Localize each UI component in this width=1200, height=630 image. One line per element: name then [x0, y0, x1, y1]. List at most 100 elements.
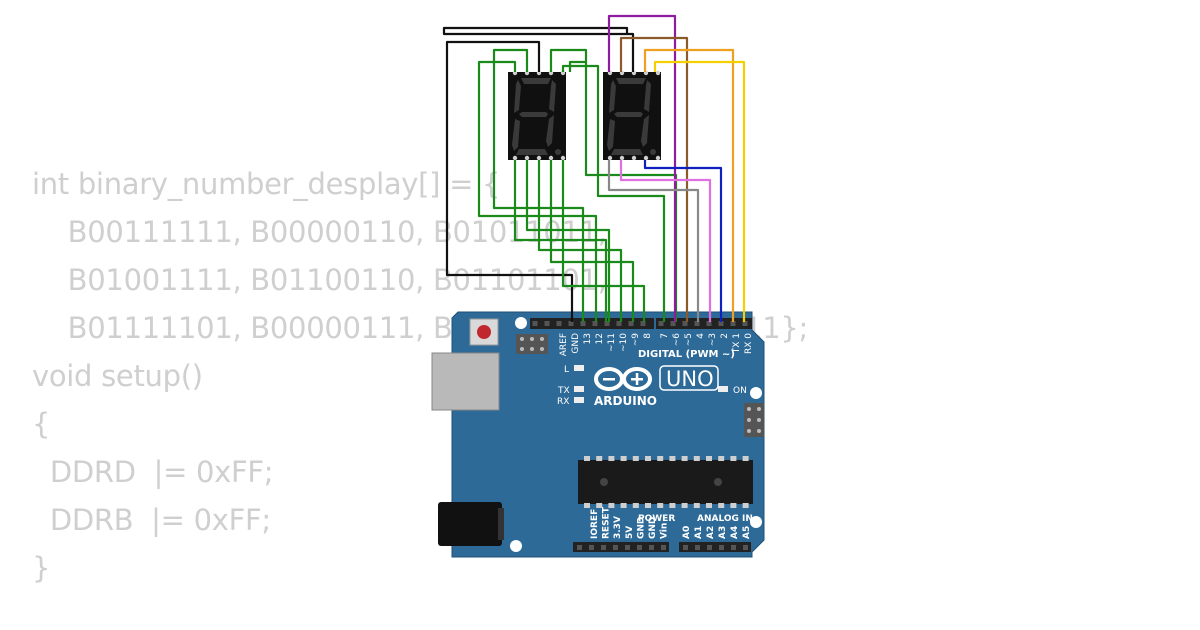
led-rx	[574, 397, 584, 403]
led-l-label: L	[564, 365, 569, 375]
mounting-hole	[515, 317, 527, 329]
pin-label: 3.3V	[613, 516, 623, 539]
header-pin[interactable]	[592, 321, 598, 326]
header-pin[interactable]	[556, 321, 562, 326]
header-pin[interactable]	[658, 321, 664, 326]
display-pin[interactable]	[524, 155, 530, 161]
pin-label: RX 0	[744, 333, 754, 354]
header-pin[interactable]	[743, 545, 748, 550]
pin-label: ~3	[708, 333, 718, 346]
wire-black	[442, 26, 635, 72]
display-pin[interactable]	[548, 155, 554, 161]
chip-pin	[608, 456, 615, 461]
header-pin[interactable]	[604, 321, 610, 326]
header-pin[interactable]	[613, 545, 618, 550]
header-pin[interactable]	[568, 321, 574, 326]
header-pin[interactable]	[694, 321, 700, 326]
display-pin[interactable]	[655, 155, 661, 161]
wire-pink	[619, 160, 712, 322]
header-pin[interactable]	[706, 321, 712, 326]
rx-label: RX	[557, 397, 569, 407]
header-pin[interactable]	[661, 545, 666, 550]
wires	[442, 14, 746, 322]
seven-segment-display-right[interactable]	[603, 70, 661, 161]
chip-pin	[718, 456, 725, 461]
header-pin[interactable]	[577, 545, 582, 550]
header-pin[interactable]	[589, 545, 594, 550]
header-pin[interactable]	[742, 321, 748, 326]
header-pin[interactable]	[628, 321, 634, 326]
pin-label: ~6	[672, 333, 682, 347]
chip-pin	[596, 503, 603, 508]
chip-pin	[730, 503, 737, 508]
header-pin[interactable]	[670, 321, 676, 326]
code-line: }	[32, 551, 51, 585]
display-pin[interactable]	[619, 155, 625, 161]
pin-label: ~10	[619, 333, 629, 352]
display-pin[interactable]	[560, 155, 566, 161]
display-pin[interactable]	[536, 155, 542, 161]
power-label: POWER	[638, 514, 675, 524]
on-label: ON	[733, 386, 747, 396]
chip-pin	[681, 503, 688, 508]
chip-pin	[742, 456, 749, 461]
header-pin[interactable]	[601, 545, 606, 550]
wire-green	[513, 160, 608, 322]
header-pin[interactable]	[707, 545, 712, 550]
pin-label: 4	[696, 333, 706, 339]
uno-badge	[659, 365, 719, 391]
icsp-header-right	[744, 403, 764, 437]
mounting-hole	[750, 516, 762, 528]
pin-label: 8	[643, 333, 653, 339]
code-line: B01001111, B01100110, B01101101,	[32, 263, 607, 297]
pin-label: A3	[718, 526, 728, 539]
pin-label: 2	[720, 333, 730, 339]
display-pin[interactable]	[655, 70, 661, 76]
header-pin[interactable]	[719, 545, 724, 550]
wire-green	[561, 64, 666, 322]
pin-label: A0	[682, 526, 692, 539]
chip-pin	[620, 503, 627, 508]
pin-label: GND	[648, 517, 658, 539]
chip-pin	[742, 503, 749, 508]
pin-label: AREF	[559, 333, 569, 356]
header-pin[interactable]	[649, 545, 654, 550]
icsp-header	[516, 334, 548, 354]
pin-label: IOREF	[590, 509, 600, 539]
header-pin[interactable]	[718, 321, 724, 326]
header-pin[interactable]	[532, 321, 538, 326]
display-pin[interactable]	[512, 155, 518, 161]
arduino-logo-icon	[594, 367, 652, 391]
pin-label: 7	[660, 333, 670, 339]
header-pin[interactable]	[640, 321, 646, 326]
header-pin[interactable]	[625, 545, 630, 550]
wire-green	[492, 48, 585, 322]
pin-label: 5V	[625, 526, 635, 539]
chip-pin	[706, 503, 712, 508]
header-pin[interactable]	[682, 321, 688, 326]
code-line: int binary_number_desplay[] = {	[32, 167, 501, 201]
chip-pin	[706, 456, 712, 461]
header-pin[interactable]	[683, 545, 688, 550]
header-pin[interactable]	[731, 545, 736, 550]
wire-green	[549, 48, 588, 72]
chip-pin	[608, 503, 615, 508]
header-pin[interactable]	[637, 545, 642, 550]
pin-label: ~5	[684, 333, 694, 346]
header-pin[interactable]	[616, 321, 622, 326]
header-pin[interactable]	[544, 321, 550, 326]
header-pin[interactable]	[580, 321, 586, 326]
seven-segment-display-left[interactable]	[508, 70, 566, 161]
reset-button[interactable]	[469, 318, 499, 346]
display-pin[interactable]	[631, 155, 637, 161]
header-pin[interactable]	[730, 321, 736, 326]
chip-pin	[632, 456, 639, 461]
header-pin[interactable]	[695, 545, 700, 550]
pin-label: RESET	[602, 506, 612, 539]
usb-port	[431, 352, 500, 411]
display-pin[interactable]	[643, 155, 649, 161]
wire-green	[477, 60, 598, 322]
display-pin[interactable]	[607, 155, 613, 161]
